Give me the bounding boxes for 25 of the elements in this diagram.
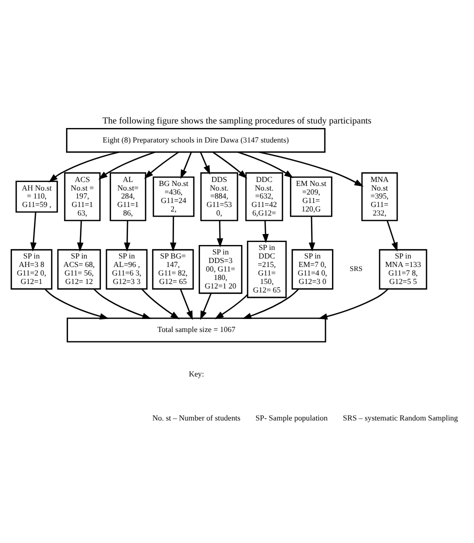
arrow: [180, 288, 193, 320]
arrow: [238, 150, 294, 178]
arrow: [30, 212, 37, 252]
arrow: [98, 150, 156, 180]
arrow: [170, 216, 176, 252]
arrow: [142, 288, 180, 319]
arrow: [77, 220, 84, 252]
arrow: [44, 288, 109, 319]
arrow: [262, 220, 269, 243]
arrow: [318, 288, 389, 320]
arrow: [242, 288, 299, 318]
arrow: [200, 292, 212, 320]
arrow: [386, 220, 398, 252]
arrow: [144, 151, 179, 178]
arrow: [214, 294, 248, 319]
arrow: [212, 151, 248, 178]
arrow: [258, 150, 364, 186]
arrow: [48, 150, 120, 182]
diagram-title: The following figure shows the sampling procedures of study participants: [102, 115, 372, 126]
arrow: [308, 216, 316, 252]
arrow: [93, 288, 152, 318]
arrow: [180, 151, 192, 178]
arrow: [124, 220, 130, 252]
arrow: [216, 220, 224, 247]
arrow: [200, 151, 210, 174]
